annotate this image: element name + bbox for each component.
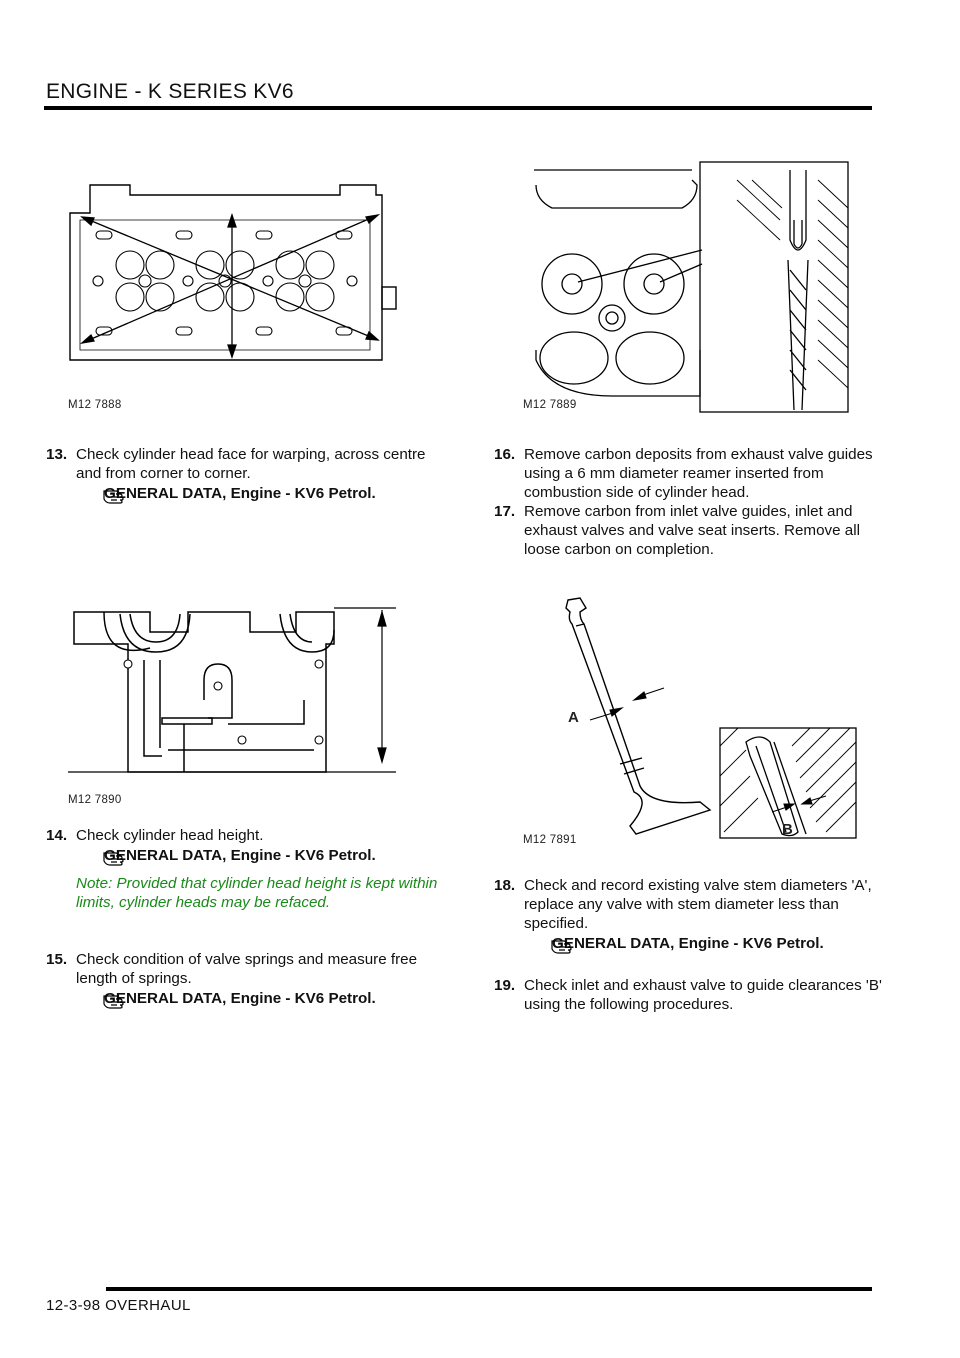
step-text: Check cylinder head face for warping, ac…	[76, 446, 426, 482]
pointing-hand-icon	[551, 940, 572, 954]
reference: GENERAL DATA, Engine - KV6 Petrol.	[46, 846, 446, 866]
step-18: 18. Check and record existing valve stem…	[494, 876, 884, 954]
step-number: 15.	[46, 951, 68, 968]
figure-cylinder-head-height	[64, 600, 400, 780]
valve-guide-reaming-drawing	[534, 161, 849, 413]
pointing-hand-icon	[103, 995, 124, 1009]
step-text: Remove carbon deposits from exhaust valv…	[524, 446, 873, 501]
step-16: 16. Remove carbon deposits from exhaust …	[494, 445, 884, 502]
step-14: 14. Check cylinder head height. GENERAL …	[46, 826, 446, 912]
figure-valve-stem-clearance: A B	[560, 596, 860, 846]
page-header-title: ENGINE - K SERIES KV6	[46, 80, 294, 103]
reference-text: GENERAL DATA, Engine - KV6 Petrol.	[104, 847, 376, 864]
step-15: 15. Check condition of valve springs and…	[46, 950, 446, 1009]
step-number: 18.	[494, 877, 516, 894]
step-number: 13.	[46, 446, 68, 463]
reference: GENERAL DATA, Engine - KV6 Petrol.	[494, 934, 884, 954]
label-b: B	[782, 821, 793, 838]
figure-caption: M12 7889	[523, 399, 577, 411]
label-a: A	[568, 709, 579, 726]
step-text: Check inlet and exhaust valve to guide c…	[524, 977, 882, 1013]
step-19: 19. Check inlet and exhaust valve to gui…	[494, 976, 884, 1014]
reference-text: GENERAL DATA, Engine - KV6 Petrol.	[552, 935, 824, 952]
figure-caption: M12 7891	[523, 834, 577, 846]
step-number: 17.	[494, 503, 516, 520]
step-13: 13. Check cylinder head face for warping…	[46, 445, 446, 504]
page-footer-reference: 12-3-98 OVERHAUL	[46, 1297, 191, 1314]
figure-valve-guide-reaming	[532, 160, 850, 414]
step-text: Check and record existing valve stem dia…	[524, 877, 872, 932]
pointing-hand-icon	[103, 490, 124, 504]
figure-cylinder-head-face	[60, 175, 400, 375]
step-text: Remove carbon from inlet valve guides, i…	[524, 503, 860, 558]
valve-stem-clearance-drawing: A B	[565, 597, 857, 839]
header-rule	[44, 106, 872, 110]
pointing-hand-icon	[103, 852, 124, 866]
step-17: 17. Remove carbon from inlet valve guide…	[494, 502, 884, 559]
reference-text: GENERAL DATA, Engine - KV6 Petrol.	[104, 485, 376, 502]
figure-caption: M12 7890	[68, 794, 122, 806]
reference: GENERAL DATA, Engine - KV6 Petrol.	[46, 989, 446, 1009]
footer-rule	[106, 1287, 872, 1291]
cylinder-head-face-drawing	[69, 184, 397, 361]
cylinder-head-height-drawing	[68, 607, 396, 773]
step-number: 19.	[494, 977, 516, 994]
step-text: Check cylinder head height.	[76, 827, 264, 844]
figure-caption: M12 7888	[68, 399, 122, 411]
step-number: 14.	[46, 827, 68, 844]
reference: GENERAL DATA, Engine - KV6 Petrol.	[46, 484, 446, 504]
step-number: 16.	[494, 446, 516, 463]
note-text: Note: Provided that cylinder head height…	[76, 875, 438, 911]
reference-text: GENERAL DATA, Engine - KV6 Petrol.	[104, 990, 376, 1007]
step-text: Check condition of valve springs and mea…	[76, 951, 418, 987]
